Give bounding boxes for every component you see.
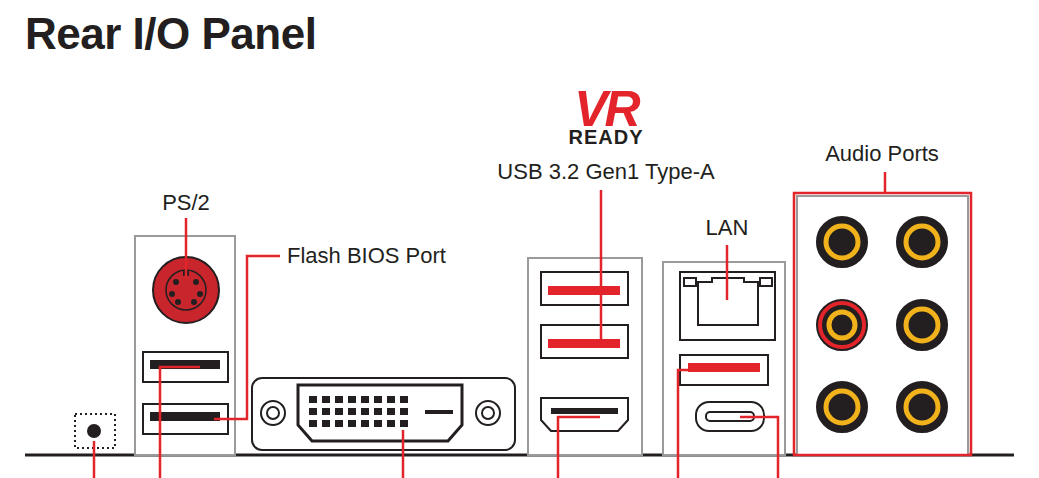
port-label: Audio Ports	[825, 143, 939, 165]
port-label: Flash BIOS Port	[287, 245, 446, 267]
port-label: LAN	[706, 217, 749, 239]
page-title: Rear I/O Panel	[25, 12, 316, 56]
port-label: USB 3.2 Gen1 Type-A	[497, 161, 714, 183]
ready-text: READY	[568, 127, 643, 147]
port-label: PS/2	[162, 192, 210, 214]
